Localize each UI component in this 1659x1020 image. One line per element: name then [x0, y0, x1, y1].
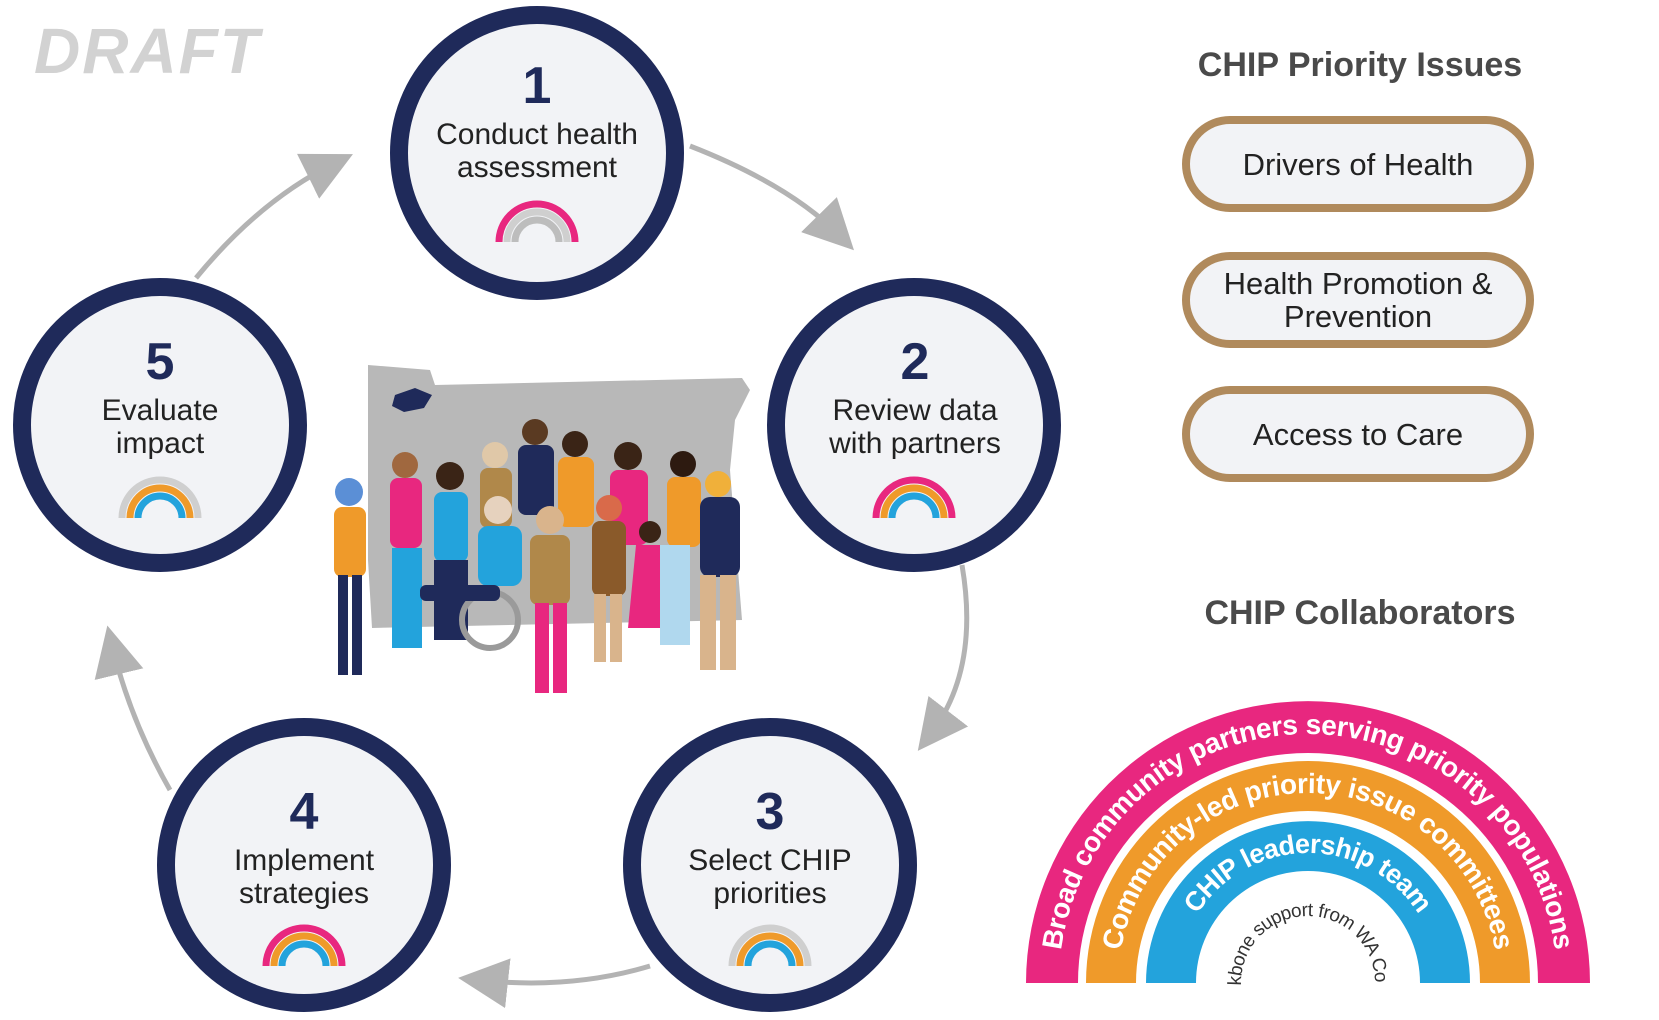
stage-label: Evaluate impact [101, 394, 219, 460]
priority-issues-title: CHIP Priority Issues [1197, 46, 1523, 84]
stage-number: 3 [755, 783, 785, 841]
ring-middle [1086, 761, 1530, 983]
priority-issue-pill: Health Promotion & Prevention [1182, 252, 1534, 348]
stage-1: 1 Conduct health assessment [412, 60, 662, 184]
stage-label: Implement strategies [233, 844, 375, 910]
stage-number: 4 [289, 783, 319, 841]
stage-4-circle [157, 718, 451, 1012]
arrow-5-to-1 [194, 153, 353, 280]
stage-4: 4 Implement strategies [209, 786, 399, 910]
arrow-4-to-5 [94, 625, 173, 792]
stage-5-circle [13, 278, 307, 572]
stage-number: 2 [900, 333, 930, 391]
stage-2: 2 Review data with partners [805, 336, 1025, 460]
county-highlight [392, 388, 432, 412]
arrow-1-to-2 [689, 143, 855, 251]
people-group-illustration [334, 419, 740, 693]
ring-inner [1146, 821, 1470, 983]
priority-issue-pill: Access to Care [1182, 386, 1534, 482]
stage-2-circle [767, 278, 1061, 572]
rainbow-icon [262, 924, 346, 967]
stage-number: 1 [522, 57, 552, 115]
stage-1-circle [390, 6, 684, 300]
arrow-2-to-3 [917, 564, 970, 751]
stage-label: Select CHIP priorities [688, 844, 852, 910]
collaborators-title: CHIP Collaborators [1204, 594, 1516, 632]
arrow-3-to-4 [458, 958, 651, 1009]
rainbow-icon [728, 924, 812, 967]
stage-label: Review data with partners [829, 394, 1001, 460]
ring-outer [1026, 701, 1590, 983]
stage-3-circle [623, 718, 917, 1012]
draft-watermark: DRAFT [34, 15, 261, 87]
priority-issue-pill: Drivers of Health [1182, 116, 1534, 212]
rainbow-icon [495, 200, 579, 243]
stage-5: 5 Evaluate impact [80, 336, 240, 460]
stage-number: 5 [145, 333, 175, 391]
stage-label: Conduct health assessment [436, 118, 638, 184]
stage-3: 3 Select CHIP priorities [665, 786, 875, 910]
rainbow-icon [118, 476, 202, 519]
rainbow-icon [872, 476, 956, 519]
